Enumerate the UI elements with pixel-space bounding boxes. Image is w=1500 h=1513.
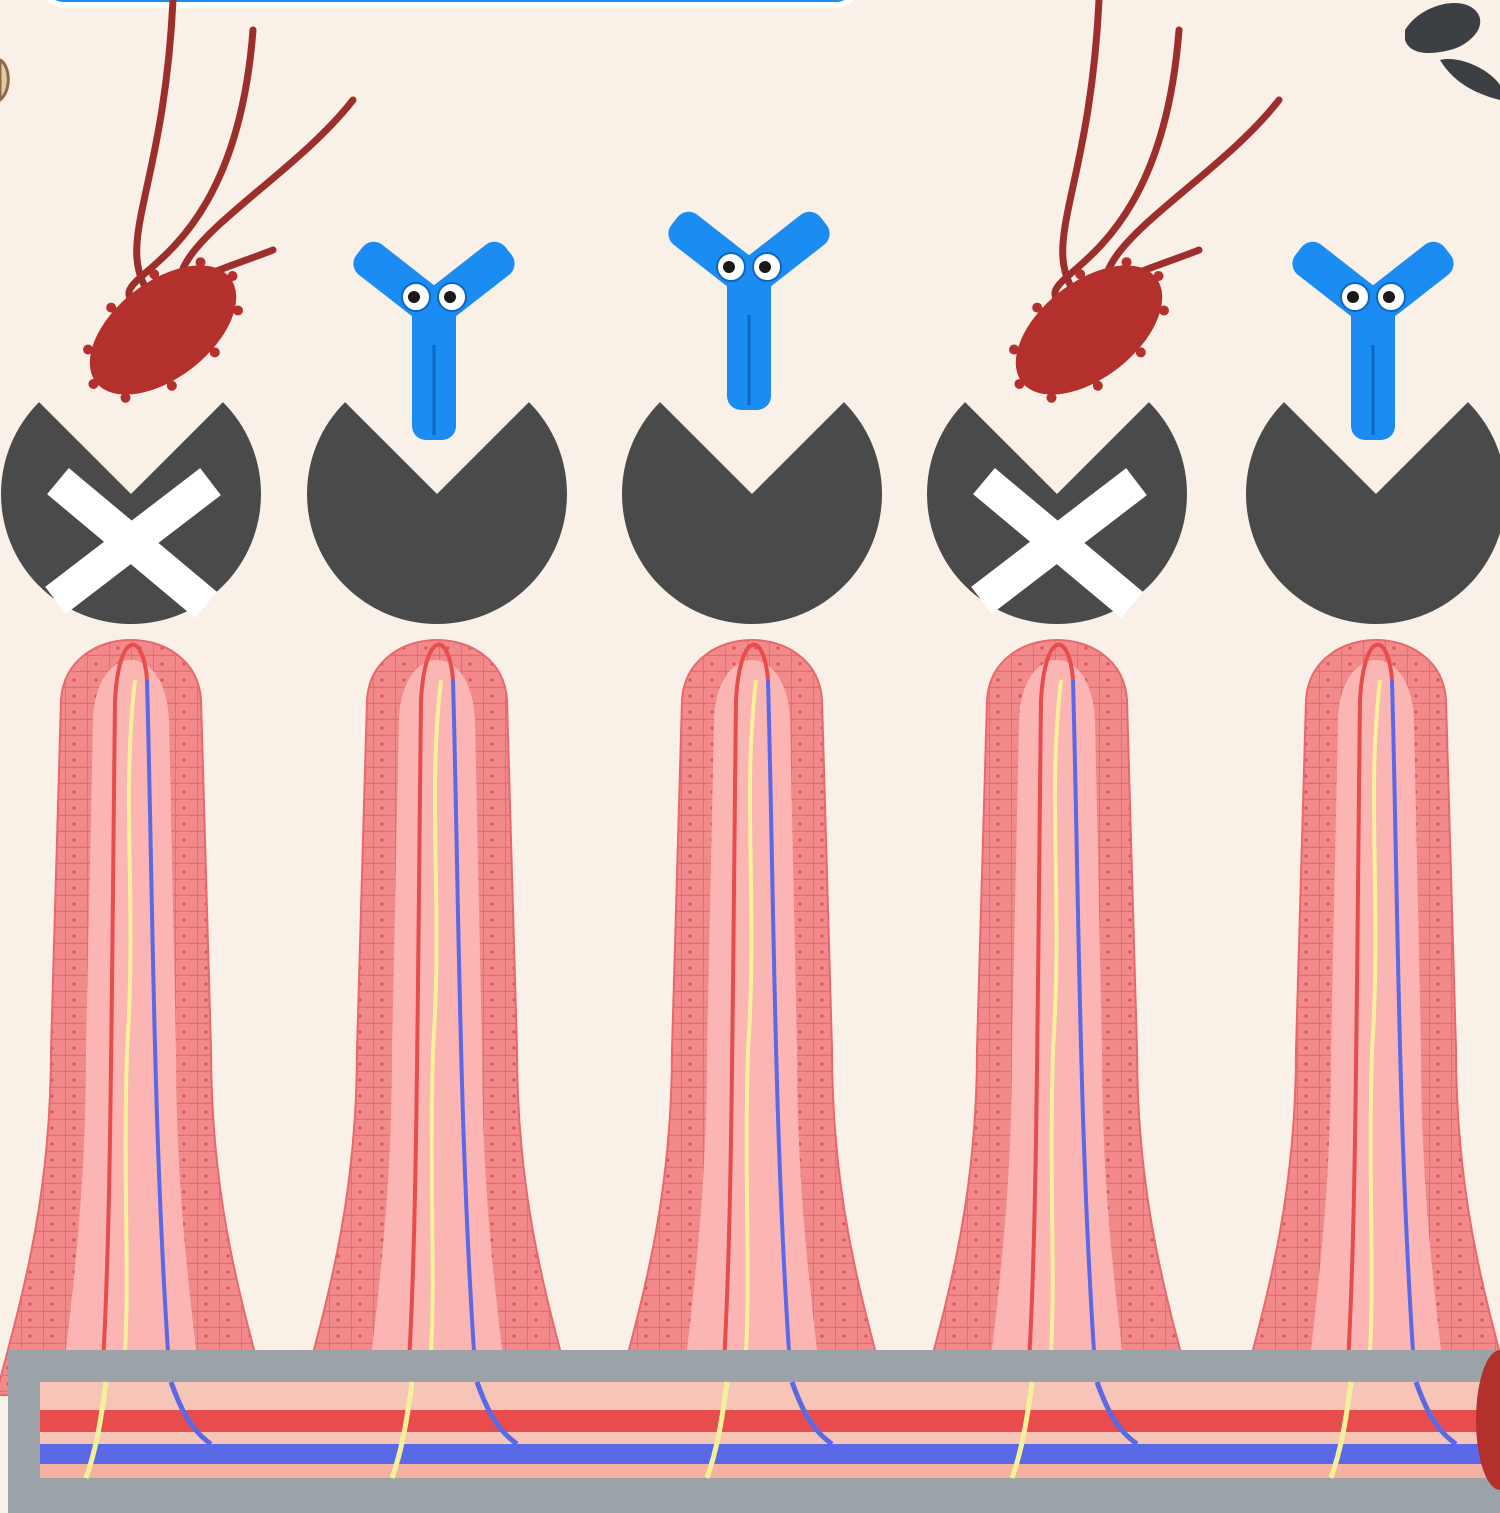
bacterium-icon[interactable] — [992, 0, 1279, 420]
antibody-icon[interactable] — [1287, 236, 1459, 440]
antibody-icon[interactable] — [348, 236, 520, 440]
bacterium-icon[interactable] — [66, 0, 353, 420]
antibody-icon[interactable] — [663, 206, 835, 410]
blood-vessel-tray — [8, 1350, 1500, 1513]
chomper[interactable] — [1, 402, 261, 624]
corner-bird-icon — [1405, 3, 1500, 100]
item-layer — [66, 0, 1459, 440]
corner-snail-icon — [0, 60, 8, 100]
chomper-layer — [1, 402, 1500, 624]
chomper[interactable] — [927, 402, 1187, 624]
chomper[interactable] — [622, 402, 882, 624]
